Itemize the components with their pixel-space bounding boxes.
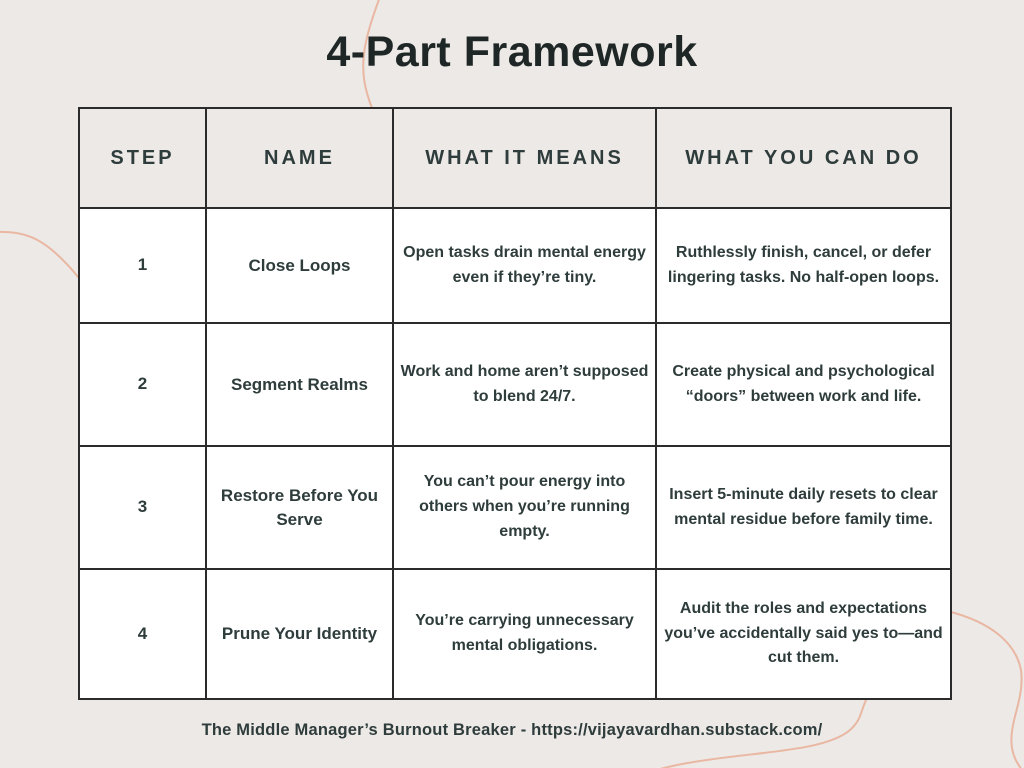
cell-step: 4	[78, 568, 207, 700]
cell-name: Restore Before You Serve	[205, 445, 394, 570]
column-header-step: STEP	[78, 107, 207, 209]
cell-action: Create physical and psychological “doors…	[655, 322, 952, 447]
header-row: STEP NAME WHAT IT MEANS WHAT YOU CAN DO	[78, 107, 952, 209]
cell-means: You can’t pour energy into others when y…	[392, 445, 657, 570]
table-row: 1 Close Loops Open tasks drain mental en…	[78, 207, 952, 324]
cell-action: Audit the roles and expectations you’ve …	[655, 568, 952, 700]
cell-name: Close Loops	[205, 207, 394, 324]
cell-means: Open tasks drain mental energy even if t…	[392, 207, 657, 324]
column-header-means: WHAT IT MEANS	[392, 107, 657, 209]
curve-right-edge	[946, 610, 1023, 768]
footer-credit: The Middle Manager’s Burnout Breaker - h…	[201, 721, 823, 739]
table-row: 2 Segment Realms Work and home aren’t su…	[78, 322, 952, 447]
cell-name: Segment Realms	[205, 322, 394, 447]
framework-table: STEP NAME WHAT IT MEANS WHAT YOU CAN DO …	[78, 107, 952, 700]
curve-top-title	[362, 0, 380, 109]
cell-step: 3	[78, 445, 207, 570]
cell-means: You’re carrying unnecessary mental oblig…	[392, 568, 657, 700]
cell-name: Prune Your Identity	[205, 568, 394, 700]
cell-action: Insert 5-minute daily resets to clear me…	[655, 445, 952, 570]
cell-action: Ruthlessly finish, cancel, or defer ling…	[655, 207, 952, 324]
curve-left-edge	[0, 230, 80, 279]
table-row: 3 Restore Before You Serve You can’t pou…	[78, 445, 952, 570]
page-title: 4-Part Framework	[326, 28, 698, 76]
table-row: 4 Prune Your Identity You’re carrying un…	[78, 568, 952, 700]
cell-step: 1	[78, 207, 207, 324]
cell-step: 2	[78, 322, 207, 447]
column-header-action: WHAT YOU CAN DO	[655, 107, 952, 209]
cell-means: Work and home aren’t supposed to blend 2…	[392, 322, 657, 447]
curve-bottom-footer	[660, 697, 868, 768]
column-header-name: NAME	[205, 107, 394, 209]
